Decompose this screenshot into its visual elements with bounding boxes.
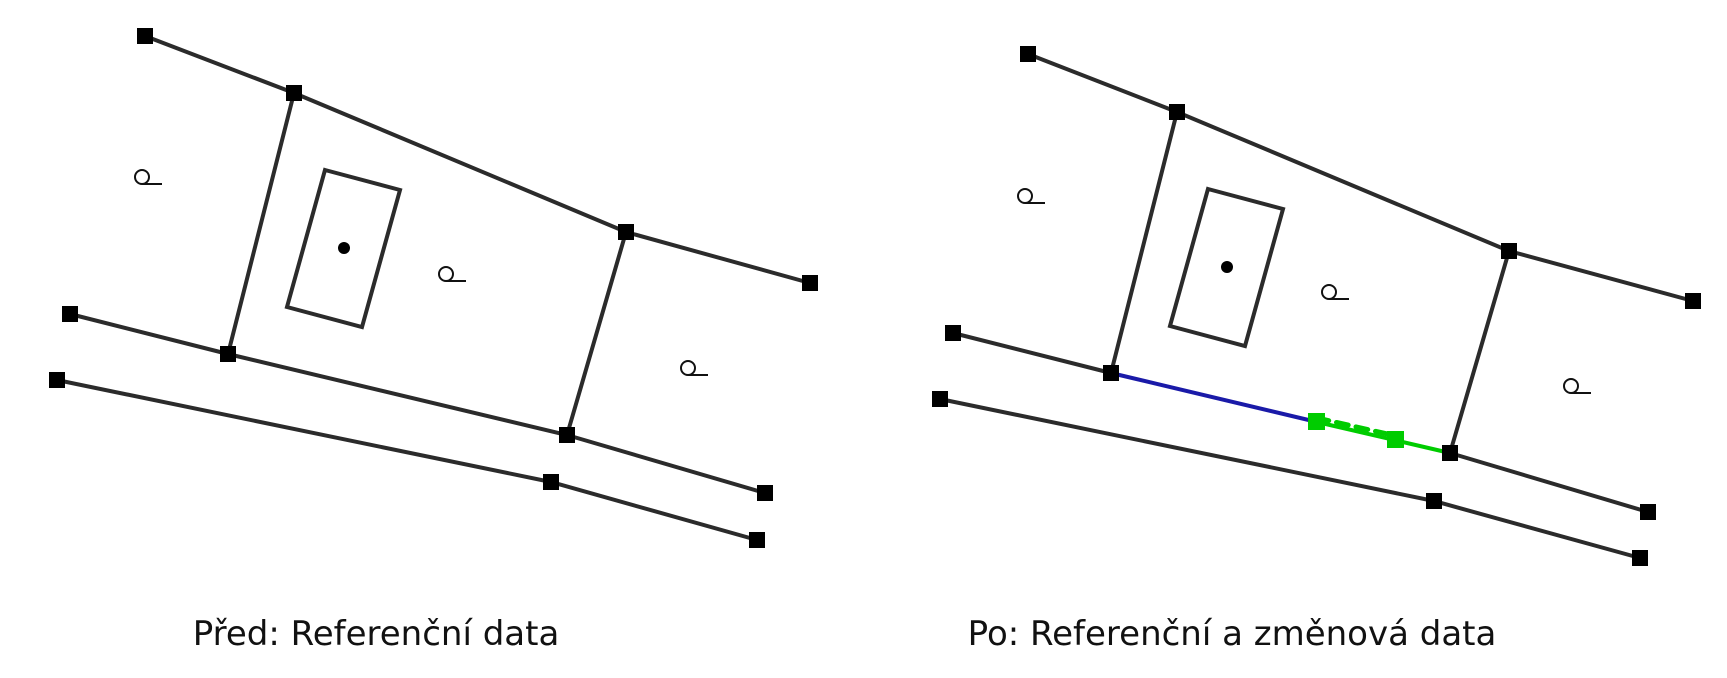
- vertex: [945, 325, 961, 341]
- changed-line-blue: [1109, 371, 1319, 424]
- definition-point: [1221, 261, 1233, 273]
- parcel-label-symbol: [438, 266, 466, 282]
- vertex: [802, 275, 818, 291]
- vertex: [1020, 46, 1036, 62]
- vertex: [757, 485, 773, 501]
- vertex: [286, 85, 302, 101]
- boundary-line-right-cross: [1448, 249, 1511, 455]
- changed-line-green: [1315, 420, 1452, 455]
- panel-after-points: [932, 46, 1701, 566]
- panel-before-points: [49, 28, 818, 548]
- panel-after-parcel-symbols: [1017, 188, 1591, 394]
- vertex: [932, 391, 948, 407]
- boundary-line-top: [143, 34, 812, 285]
- vertex: [62, 306, 78, 322]
- parcel-label-symbol: [1321, 284, 1349, 300]
- building-outline: [284, 167, 403, 330]
- changed-vertex: [1387, 431, 1404, 448]
- vertex: [1169, 104, 1185, 120]
- panel-before: [55, 34, 812, 542]
- boundary-line-left-cross: [226, 91, 296, 356]
- boundary-line-road-upper: [68, 312, 767, 495]
- parcel-label-symbol: [1017, 188, 1045, 204]
- boundary-line-road-upper-right: [1448, 451, 1650, 514]
- vertex: [1632, 550, 1648, 566]
- boundary-line-right-cross: [565, 230, 628, 437]
- panel-after-changes: [1109, 371, 1452, 455]
- panel-before-parcel-symbols: [134, 169, 708, 376]
- parcel-label-symbol: [134, 169, 162, 185]
- vertex: [1103, 365, 1119, 381]
- vertex: [1640, 504, 1656, 520]
- vertex: [1426, 493, 1442, 509]
- boundary-line-left-cross: [1109, 110, 1179, 375]
- vertex: [137, 28, 153, 44]
- caption-before: Před: Referenční data: [192, 614, 560, 654]
- vertex: [543, 474, 559, 490]
- boundary-line-top: [1026, 52, 1695, 303]
- vertex: [749, 532, 765, 548]
- panel-after-changed-points: [1308, 413, 1404, 448]
- changed-line-green-dashed: [1314, 415, 1399, 439]
- building-outline: [1167, 186, 1286, 349]
- changed-vertex: [1308, 413, 1325, 430]
- boundary-line-road-upper-left: [951, 331, 1113, 375]
- vertex: [1685, 293, 1701, 309]
- panel-after: [938, 52, 1695, 560]
- vertex: [1501, 243, 1517, 259]
- caption-after: Po: Referenční a změnová data: [967, 614, 1497, 654]
- vertex: [618, 224, 634, 240]
- parcel-label-symbol: [1563, 378, 1591, 394]
- vertex: [1442, 445, 1458, 461]
- vertex: [220, 346, 236, 362]
- parcel-label-symbol: [680, 360, 708, 376]
- definition-point: [338, 242, 350, 254]
- vertex: [49, 372, 65, 388]
- vertex: [559, 427, 575, 443]
